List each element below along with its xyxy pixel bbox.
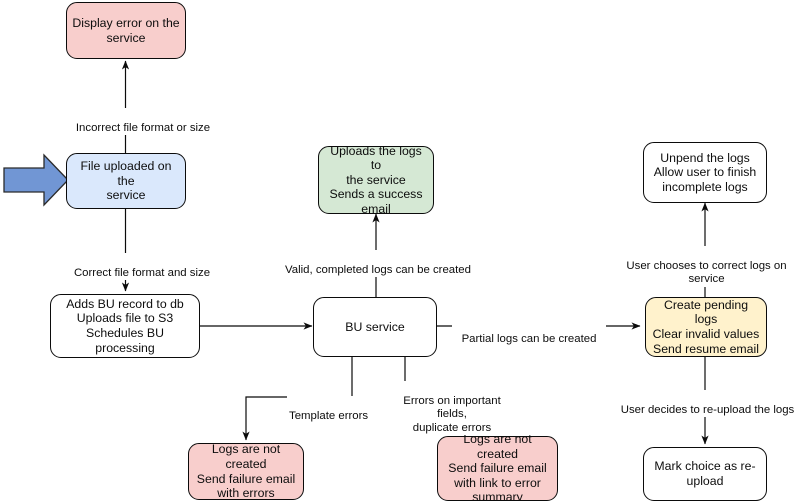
node-logs-not-created-errors-label: Logs are not created Send failure email … bbox=[196, 442, 296, 501]
node-uploads-logs-label: Uploads the logs to the service Sends a … bbox=[329, 143, 423, 216]
edge-label-errors-important-fields: Errors on important fields, duplicate er… bbox=[394, 381, 510, 435]
node-uploads-logs[interactable]: Uploads the logs to the service Sends a … bbox=[318, 143, 434, 216]
edge-label-correct-format-text: Correct file format and size bbox=[73, 266, 211, 279]
edge-label-incorrect-format: Incorrect file format or size bbox=[56, 108, 230, 135]
edge-label-user-corrects-text: User chooses to correct logs on service bbox=[626, 259, 787, 286]
edge-label-errors-important-fields-text: Errors on important fields, duplicate er… bbox=[403, 394, 501, 434]
node-bu-service-label: BU service bbox=[345, 319, 405, 334]
edge-label-valid-completed: Valid, completed logs can be created bbox=[278, 250, 478, 277]
node-logs-not-created-link-label: Logs are not created Send failure email … bbox=[448, 432, 547, 501]
edge-label-user-corrects: User chooses to correct logs on service bbox=[608, 246, 801, 287]
node-create-pending-logs[interactable]: Create pending logs Clear invalid values… bbox=[645, 297, 767, 357]
edge-label-template-errors: Template errors bbox=[287, 396, 377, 423]
edge-label-partial-logs-text: Partial logs can be created bbox=[461, 332, 597, 345]
node-logs-not-created-link[interactable]: Logs are not created Send failure email … bbox=[437, 432, 558, 501]
entry-arrow-icon bbox=[3, 153, 69, 207]
edge-label-valid-completed-text: Valid, completed logs can be created bbox=[285, 263, 471, 276]
edge-label-correct-format: Correct file format and size bbox=[56, 253, 228, 280]
node-unpend-logs[interactable]: Unpend the logs Allow user to finish inc… bbox=[643, 142, 767, 203]
edge-label-user-reuploads: User decides to re-upload the logs bbox=[617, 390, 798, 417]
edge-label-user-reuploads-text: User decides to re-upload the logs bbox=[620, 403, 795, 416]
node-mark-choice[interactable]: Mark choice as re- upload bbox=[643, 447, 767, 501]
node-display-error[interactable]: Display error on the service bbox=[66, 2, 186, 59]
node-unpend-logs-label: Unpend the logs Allow user to finish inc… bbox=[653, 150, 757, 194]
node-display-error-label: Display error on the service bbox=[72, 15, 180, 45]
node-bu-service[interactable]: BU service bbox=[313, 297, 437, 357]
node-mark-choice-label: Mark choice as re- upload bbox=[654, 459, 756, 488]
node-adds-bu-record[interactable]: Adds BU record to db Uploads file to S3 … bbox=[50, 294, 200, 358]
node-file-uploaded-label: File uploaded on the service bbox=[80, 159, 172, 203]
node-logs-not-created-errors[interactable]: Logs are not created Send failure email … bbox=[188, 442, 304, 501]
node-file-uploaded[interactable]: File uploaded on the service bbox=[66, 153, 186, 209]
node-adds-bu-record-label: Adds BU record to db Uploads file to S3 … bbox=[66, 296, 184, 355]
node-create-pending-logs-label: Create pending logs Clear invalid values… bbox=[652, 297, 760, 356]
edge-label-incorrect-format-text: Incorrect file format or size bbox=[75, 121, 211, 134]
edge-label-partial-logs: Partial logs can be created bbox=[452, 319, 606, 346]
edge-label-template-errors-text: Template errors bbox=[289, 409, 369, 422]
